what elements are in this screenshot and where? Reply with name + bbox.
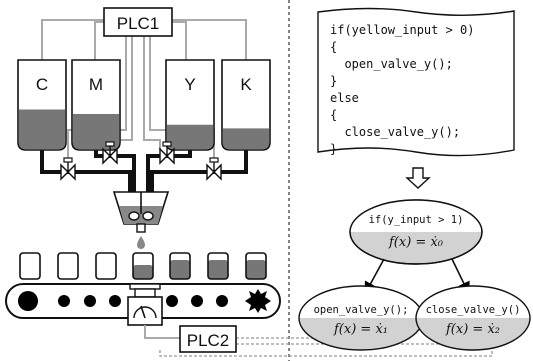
tank-k: K bbox=[221, 59, 271, 151]
cup-outline bbox=[245, 252, 267, 280]
cup bbox=[19, 252, 41, 280]
code-line: if(yellow_input > 0) bbox=[330, 23, 475, 37]
cup-outline bbox=[169, 252, 191, 280]
tank-fill bbox=[18, 109, 66, 150]
tank-label: Y bbox=[184, 75, 195, 94]
cup-outline bbox=[57, 252, 79, 280]
cup bbox=[57, 252, 79, 280]
cup bbox=[169, 252, 191, 280]
plc1-label: PLC1 bbox=[117, 14, 160, 33]
down-arrow-icon bbox=[405, 167, 431, 189]
cup-fill bbox=[133, 265, 153, 279]
tree-left-node: open_valve_y(); f(x) = ẋ₁ bbox=[298, 285, 424, 351]
cup-outline bbox=[95, 252, 117, 280]
tank-c: C bbox=[17, 59, 67, 151]
tree-root-condition: if(y_input > 1) bbox=[369, 214, 464, 226]
code-line: } bbox=[330, 74, 337, 88]
tree-right-formula: f(x) = ẋ₂ bbox=[445, 322, 500, 337]
code-line: { bbox=[330, 108, 337, 122]
plc2-label: PLC2 bbox=[187, 331, 230, 350]
plc2-wiring bbox=[144, 325, 180, 339]
tree-root-node: if(y_input > 1) f(x) = ẋ₀ bbox=[349, 199, 483, 265]
code-line: open_valve_y(); bbox=[330, 57, 453, 71]
paint-drop bbox=[137, 236, 145, 249]
code-line: else bbox=[330, 91, 359, 105]
plc2-box: PLC2 bbox=[179, 325, 237, 353]
cup bbox=[245, 252, 267, 280]
code-line: } bbox=[330, 142, 337, 156]
tree-left-formula: f(x) = ẋ₁ bbox=[333, 322, 388, 337]
tank-fill bbox=[166, 124, 214, 150]
tank-label: C bbox=[36, 75, 48, 94]
tree-right-node: close_valve_y() f(x) = ẋ₂ bbox=[415, 285, 531, 351]
cups-row bbox=[19, 252, 267, 280]
code-line: close_valve_y(); bbox=[330, 125, 460, 139]
cup bbox=[132, 252, 154, 280]
tree-left-action: open_valve_y(); bbox=[314, 304, 409, 316]
tank-label: M bbox=[89, 75, 103, 94]
cup-fill bbox=[208, 260, 228, 279]
code-document: if(yellow_input > 0) { open_valve_y(); }… bbox=[317, 7, 515, 157]
tank-fill bbox=[222, 128, 270, 150]
tank-fill bbox=[72, 114, 120, 150]
cup-fill bbox=[246, 260, 266, 279]
cup-outline bbox=[207, 252, 229, 280]
valve-m bbox=[102, 141, 118, 165]
cup bbox=[207, 252, 229, 280]
tree-root-formula: f(x) = ẋ₀ bbox=[388, 235, 444, 250]
code-line: { bbox=[330, 40, 337, 54]
valve-y bbox=[159, 141, 175, 165]
mixer-funnel bbox=[112, 191, 170, 233]
tree-right-action: close_valve_y() bbox=[426, 304, 521, 316]
cup-fill bbox=[170, 260, 190, 279]
tank-y: Y bbox=[165, 59, 215, 151]
cup-outline bbox=[132, 252, 154, 280]
valve-k bbox=[206, 157, 222, 181]
cup bbox=[95, 252, 117, 280]
cup-outline bbox=[19, 252, 41, 280]
tank-label: K bbox=[240, 75, 252, 94]
plc1-box: PLC1 bbox=[103, 7, 173, 37]
valve-c bbox=[60, 157, 76, 181]
scale-sensor bbox=[127, 283, 163, 326]
tank-m: M bbox=[71, 59, 121, 151]
